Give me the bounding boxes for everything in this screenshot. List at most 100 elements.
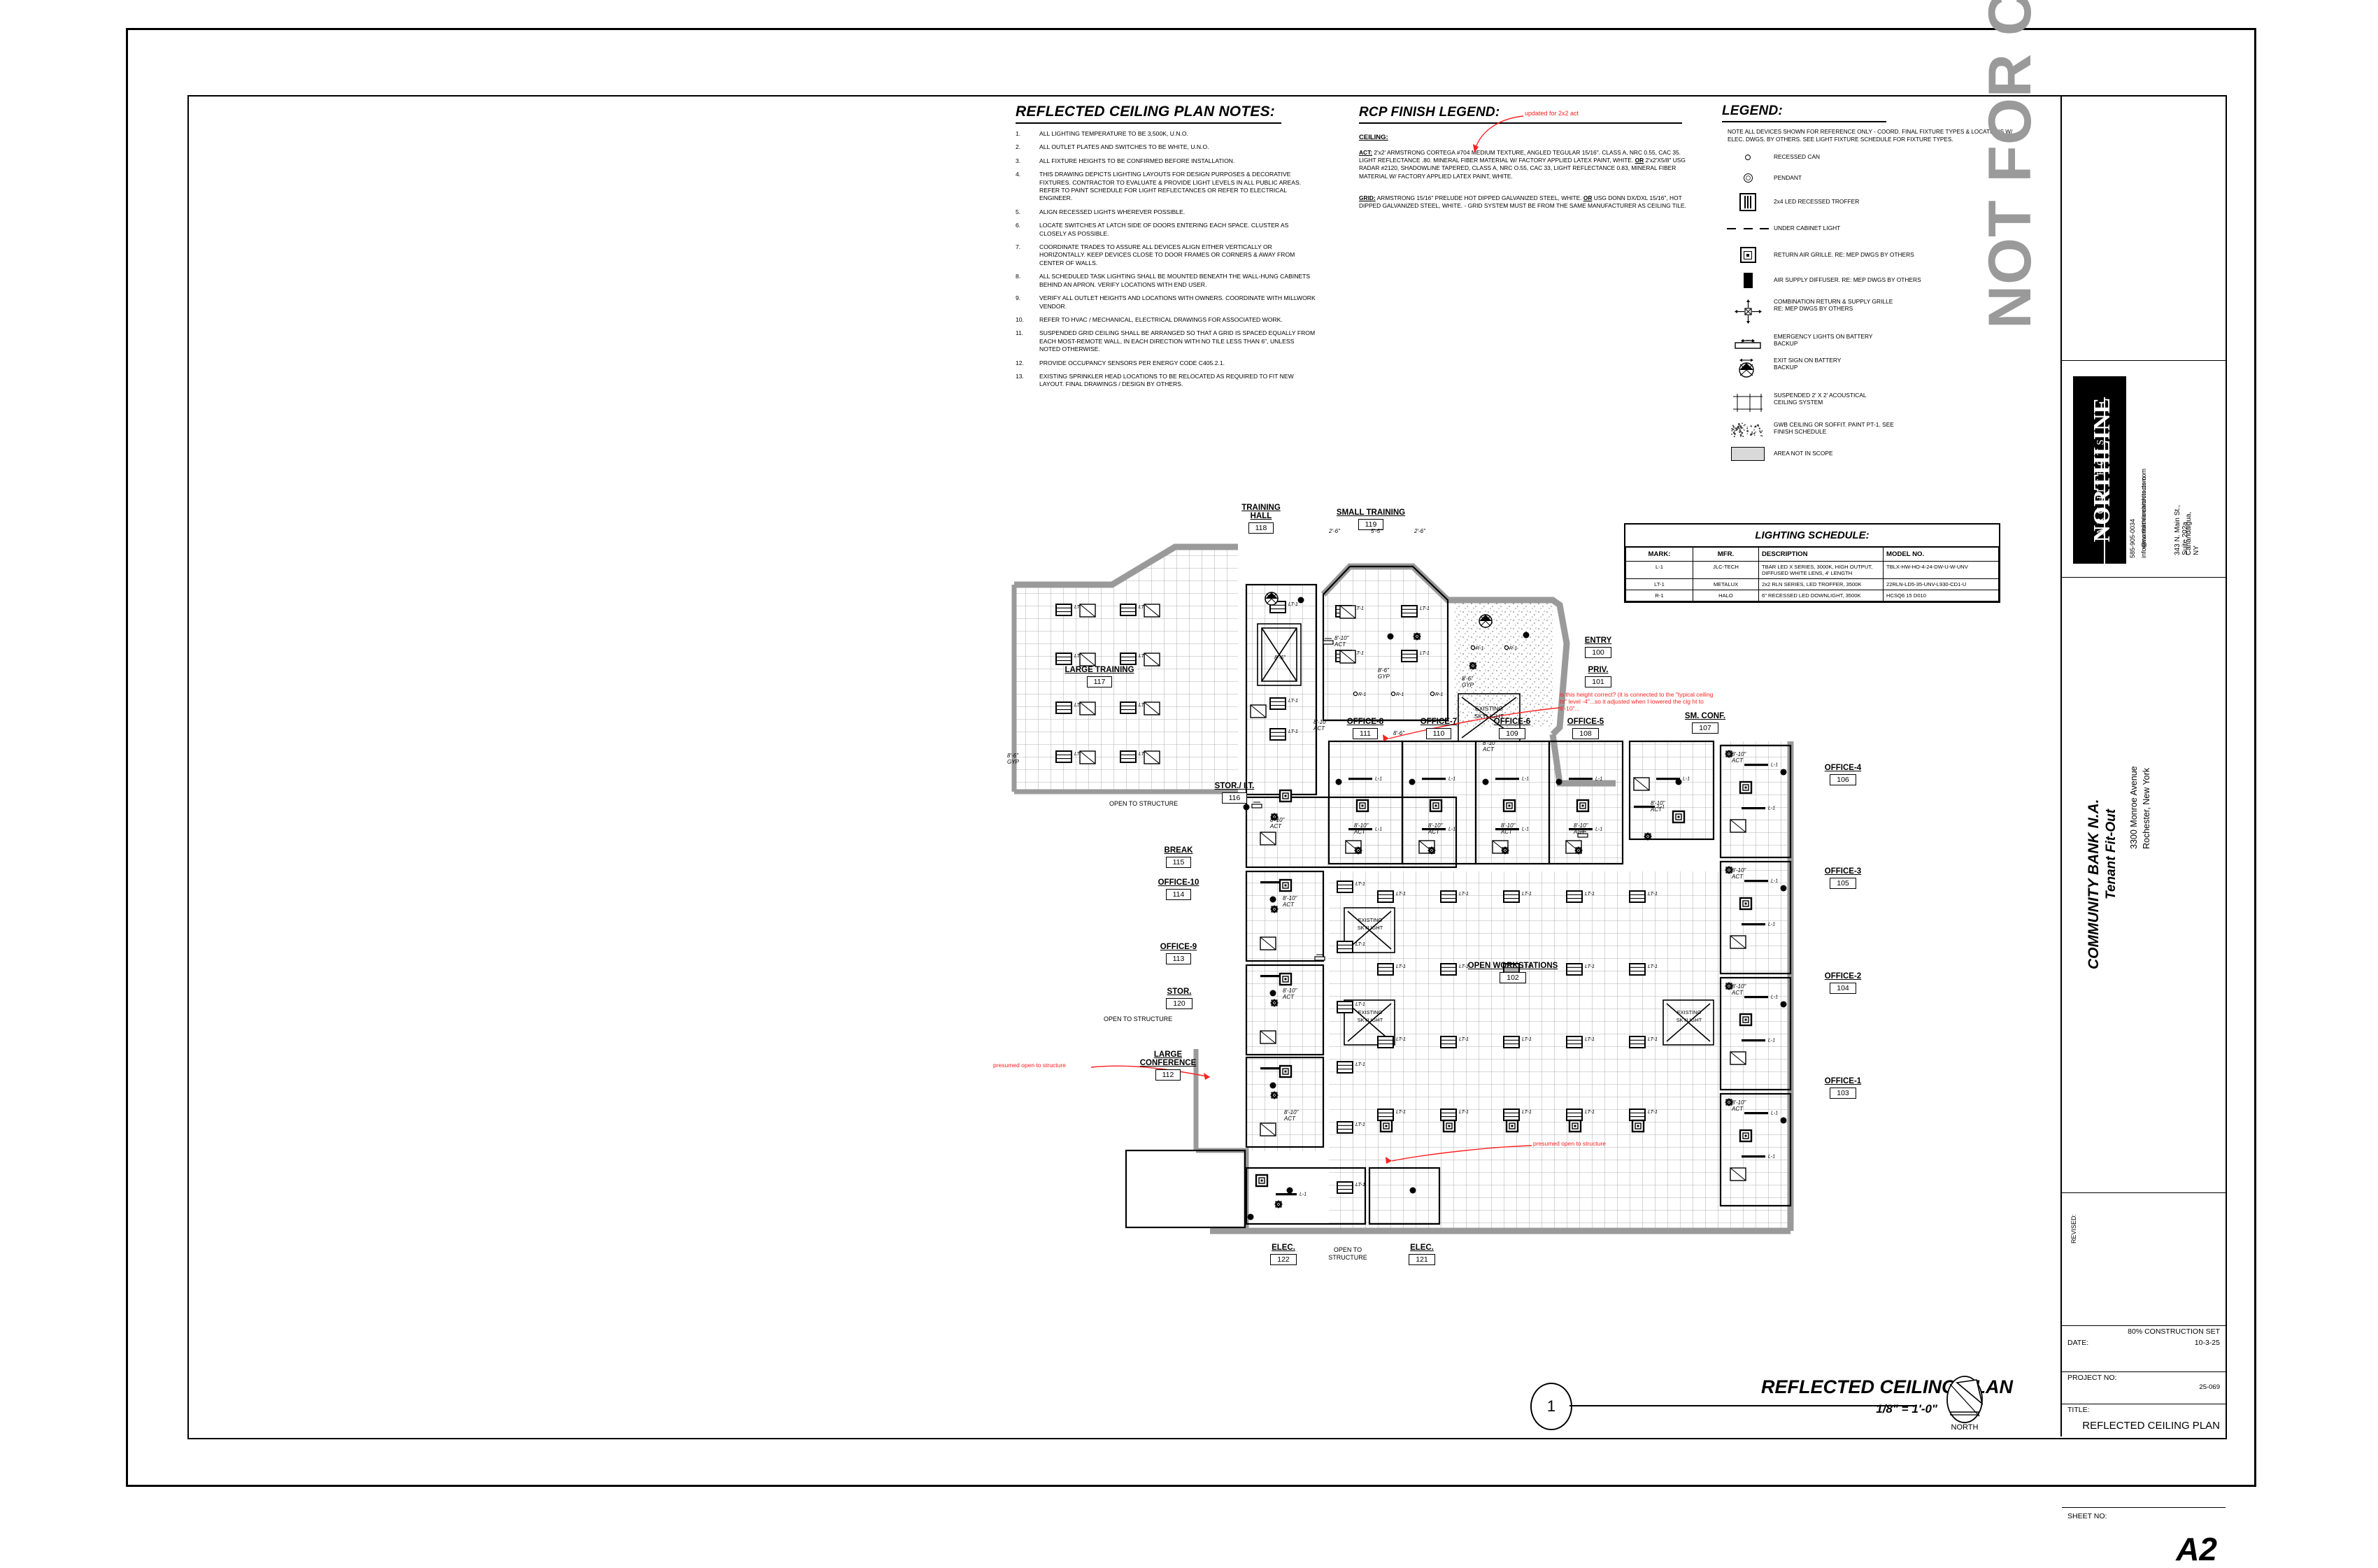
firm-email: info@northlinearchitects.com	[2140, 477, 2147, 558]
title-label: TITLE:	[2062, 1404, 2226, 1416]
ceiling-height-tag-9: 8'-10"ACT	[1270, 817, 1284, 829]
plan-scale-text: 1/8" = 1'-0"	[1761, 1402, 1937, 1416]
legend-label-4: RETURN AIR GRILLE. RE: MEP DWGS BY OTHER…	[1774, 251, 1914, 259]
legend-row-return-air-grille: RETURN AIR GRILLE. RE: MEP DWGS BY OTHER…	[1722, 248, 2016, 263]
annotation-existing-skylight-1: EXISTINGSKYLIGHT	[1458, 705, 1521, 720]
act-or-1: OR	[1635, 157, 1644, 164]
date-value: 10-3-25	[2195, 1339, 2220, 1347]
rcp-note-item: 2.ALL OUTLET PLATES AND SWITCHES TO BE W…	[1016, 143, 1316, 151]
rcp-note-number: 1.	[1016, 130, 1039, 138]
room-number-115: 115	[1166, 857, 1192, 868]
svg-text:LT-1: LT-1	[1585, 963, 1595, 969]
rcp-note-number: 8.	[1016, 273, 1039, 289]
legend-label-7: EMERGENCY LIGHTS ON BATTERY BACKUP	[1774, 333, 1872, 348]
svg-text:LT-1: LT-1	[1522, 1036, 1532, 1042]
revised-label: REVISED:	[2070, 1214, 2077, 1243]
title-block: NORTHLINE ARCHITECTS www.northlinearchit…	[2060, 95, 2226, 1437]
cell-model: 22RLN-LD5-35-UNV-L930-CD1-U	[1884, 579, 1999, 590]
svg-text:LT-1: LT-1	[1648, 1036, 1658, 1042]
legend-block: LEGEND: NOTE ALL DEVICES SHOWN FOR REFER…	[1722, 104, 2016, 462]
ceiling-height-tag-7: 8'-10"ACT	[1483, 740, 1497, 753]
room-label-priv: PRIV. 101	[1567, 666, 1630, 687]
svg-text:L-1: L-1	[1595, 827, 1602, 832]
room-label-office-7: OFFICE-7 110	[1400, 718, 1477, 739]
rcp-note-number: 3.	[1016, 157, 1039, 165]
rcp-note-item: 13.EXISTING SPRINKLER HEAD LOCATIONS TO …	[1016, 373, 1316, 389]
room-number-104: 104	[1830, 983, 1856, 994]
rcp-note-item: 6.LOCATE SWITCHES AT LATCH SIDE OF DOORS…	[1016, 222, 1316, 238]
svg-text:L-1: L-1	[1771, 995, 1778, 1000]
room-number-120: 120	[1166, 998, 1192, 1009]
room-number-102: 102	[1500, 972, 1526, 983]
rcp-note-text: LOCATE SWITCHES AT LATCH SIDE OF DOORS E…	[1039, 222, 1316, 238]
svg-text:LT-1: LT-1	[1648, 1109, 1658, 1115]
legend-row-acoustical-grid: SUSPENDED 2' X 2' ACOUSTICAL CEILING SYS…	[1722, 392, 2016, 414]
svg-text:L-1: L-1	[1683, 777, 1690, 782]
ceiling-height-tag-2: 8'-10"ACT	[1334, 635, 1348, 648]
room-label-training-hall: TRAININGHALL 118	[1223, 504, 1300, 534]
svg-text:LT-1: LT-1	[1355, 881, 1365, 887]
rcp-note-text: ALIGN RECESSED LIGHTS WHEREVER POSSIBLE.	[1039, 208, 1316, 216]
rcp-notes-rule	[1016, 122, 1281, 124]
room-label-open-workstations: OPEN WORKSTATIONS 102	[1439, 962, 1586, 983]
sheet-title-value: REFLECTED CEILING PLAN	[2062, 1416, 2226, 1432]
room-number-100: 100	[1585, 647, 1611, 658]
room-name-122: ELEC.	[1252, 1243, 1315, 1252]
room-number-101: 101	[1585, 676, 1611, 687]
room-number-111: 111	[1353, 728, 1378, 739]
svg-text:L-1: L-1	[1375, 777, 1382, 782]
grid-spec-paragraph: GRID: ARMSTRONG 15/16" PRELUDE HOT DIPPE…	[1359, 194, 1688, 210]
svg-text:LT-1: LT-1	[1585, 1036, 1595, 1042]
sheet-no-value: A2	[2176, 1530, 2217, 1568]
svg-text:L-1: L-1	[1771, 1111, 1778, 1116]
rcp-note-number: 7.	[1016, 243, 1039, 267]
svg-text:L-1: L-1	[1448, 777, 1455, 782]
drawing-number-bubble: 1	[1530, 1383, 1572, 1430]
room-label-office-10: OFFICE-10 114	[1133, 878, 1224, 900]
project-subtitle: Tenant Fit-Out	[2104, 809, 2119, 899]
room-number-105: 105	[1830, 878, 1856, 889]
room-label-office-2: OFFICE-2 104	[1804, 972, 1881, 994]
room-label-large-conference: LARGECONFERENCE 112	[1112, 1050, 1224, 1081]
room-label-office-1: OFFICE-1 103	[1804, 1077, 1881, 1099]
pendant-icon	[1722, 171, 1774, 186]
legend-label-3: UNDER CABINET LIGHT	[1774, 224, 1840, 232]
room-label-office-8: OFFICE-8 111	[1327, 718, 1404, 739]
legend-row-air-supply-diffuser: AIR SUPPLY DIFFUSER. RE: MEP DWGS BY OTH…	[1722, 273, 2016, 288]
ceiling-height-tag-1: 8'-6"	[1274, 655, 1286, 661]
svg-text:L-1: L-1	[1771, 763, 1778, 768]
room-name-111: OFFICE-8	[1327, 718, 1404, 726]
legend-label-0: RECESSED CAN	[1774, 153, 1820, 161]
svg-text:L-1: L-1	[1768, 1155, 1775, 1160]
svg-text:LT-1: LT-1	[1459, 1036, 1469, 1042]
return-air-grille-icon	[1722, 248, 1774, 263]
troffer-icon	[1722, 194, 1774, 210]
emergency-light-icon	[1722, 333, 1774, 351]
northline-logo: NORTHLINE ARCHITECTS	[2073, 376, 2126, 564]
room-name-104: OFFICE-2	[1804, 972, 1881, 981]
redline-height-question: is this height correct? (it is connected…	[1560, 691, 1721, 712]
legend-row-exit-sign: EXIT SIGN ON BATTERY BACKUP	[1722, 357, 2016, 379]
ceiling-height-tag-6: 8'-6"GYP	[1007, 753, 1019, 765]
ceiling-height-tag-8: 8'-6"	[1393, 730, 1404, 736]
ceiling-height-tag-17: 8'-10"ACT	[1651, 800, 1665, 813]
rcp-note-number: 2.	[1016, 143, 1039, 151]
legend-row-emergency-light: EMERGENCY LIGHTS ON BATTERY BACKUP	[1722, 333, 2016, 351]
rcp-note-number: 11.	[1016, 329, 1039, 353]
title-block-firm-cell: NORTHLINE ARCHITECTS www.northlinearchit…	[2062, 361, 2226, 578]
room-number-103: 103	[1830, 1088, 1856, 1099]
svg-text:L-1: L-1	[1522, 777, 1529, 782]
svg-text:L-1: L-1	[1375, 827, 1382, 832]
room-number-118: 118	[1248, 522, 1274, 534]
combination-grille-icon	[1722, 298, 1774, 325]
redline-note-act: updated for 2x2 act	[1525, 110, 1579, 118]
svg-text:L-1: L-1	[1595, 777, 1602, 782]
legend-label-5: AIR SUPPLY DIFFUSER. RE: MEP DWGS BY OTH…	[1774, 276, 1921, 284]
svg-text:R-1: R-1	[1509, 646, 1517, 651]
annotation-open-to-structure-2: OPEN TO STRUCTURE	[1104, 1015, 1172, 1023]
ceiling-height-tag-20: 8'-10"ACT	[1732, 983, 1746, 996]
grid-or-1: OR	[1583, 194, 1593, 201]
title-block-title-cell: TITLE: REFLECTED CEILING PLAN	[2062, 1404, 2226, 1508]
legend-label-6: COMBINATION RETURN & SUPPLY GRILLE RE: M…	[1774, 298, 1893, 313]
legend-label-2: 2x4 LED RECESSED TROFFER	[1774, 198, 1859, 206]
